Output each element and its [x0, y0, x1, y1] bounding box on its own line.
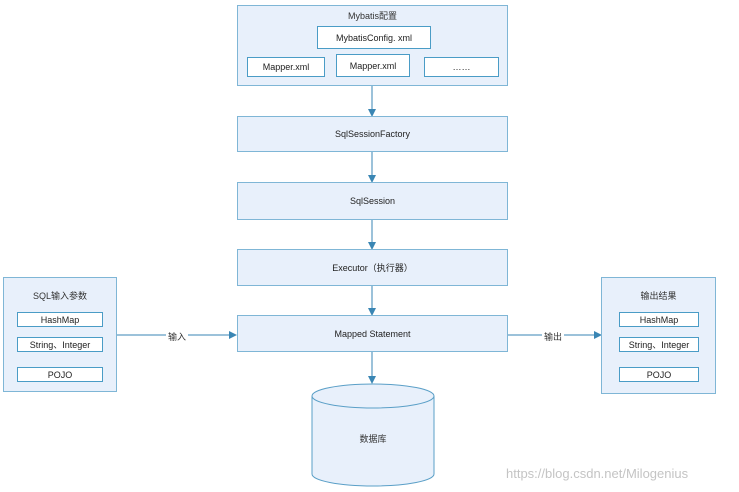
- input-params-box: SQL输入参数 HashMap String、Integer POJO: [3, 277, 117, 392]
- mapper-ellipsis: ……: [424, 57, 499, 77]
- sqlsessionfactory-box: SqlSessionFactory: [237, 116, 508, 152]
- executor-box: Executor（执行器）: [237, 249, 508, 286]
- output-pojo: POJO: [619, 367, 699, 382]
- output-title: 输出结果: [640, 291, 677, 301]
- mapped-statement-box: Mapped Statement: [237, 315, 508, 352]
- mybatis-config-box: Mybatis配置 MybatisConfig. xml Mapper.xml …: [237, 5, 508, 86]
- input-arrow-label: 输入: [166, 330, 189, 343]
- output-results-box: 输出结果 HashMap String、Integer POJO: [601, 277, 716, 394]
- database-label: 数据库: [359, 434, 387, 444]
- output-string-integer: String、Integer: [619, 337, 699, 352]
- input-string-integer: String、Integer: [17, 337, 103, 352]
- config-title: Mybatis配置: [347, 11, 397, 21]
- sqlsession-box: SqlSession: [237, 182, 508, 220]
- output-arrow-label: 输出: [542, 330, 565, 343]
- database-cylinder: [311, 383, 435, 487]
- input-title: SQL输入参数: [32, 291, 87, 301]
- input-hashmap: HashMap: [17, 312, 103, 327]
- output-hashmap: HashMap: [619, 312, 699, 327]
- mybatis-config-xml: MybatisConfig. xml: [317, 26, 431, 49]
- input-pojo: POJO: [17, 367, 103, 382]
- mapper-xml-1: Mapper.xml: [247, 57, 325, 77]
- watermark: https://blog.csdn.net/Milogenius: [506, 466, 689, 481]
- mapper-xml-2: Mapper.xml: [336, 54, 410, 77]
